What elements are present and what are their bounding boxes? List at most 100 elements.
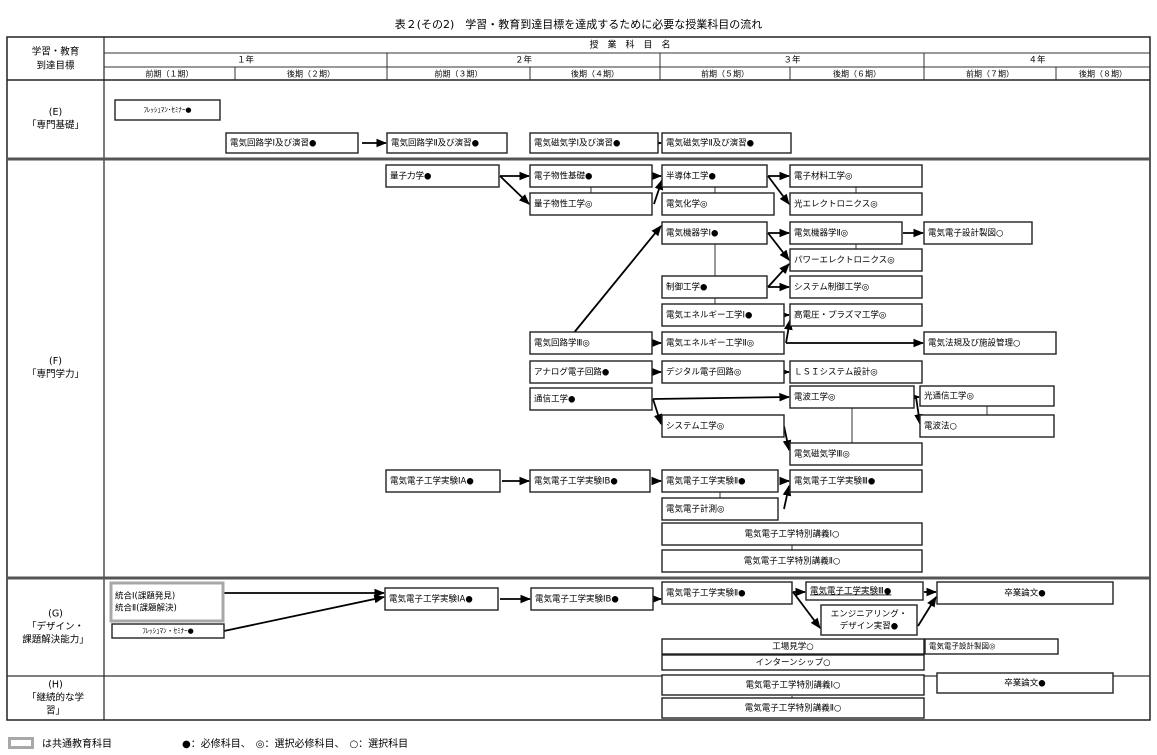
course-frame: [789, 442, 923, 466]
course-frame: [661, 132, 792, 154]
course-box: ＬＳＩシステム設計◎: [789, 360, 923, 384]
course-box: 統合Ⅰ(課題発見)統合Ⅱ(課題解決): [109, 581, 225, 623]
course-label: 電気電子工学実験ⅠB●: [535, 594, 619, 605]
course-label: 光エレクトロニクス◎: [794, 199, 878, 210]
course-label: 電気電子設計製図◎: [929, 641, 996, 651]
course-box: 電気磁気学Ⅱ及び演習●: [661, 132, 792, 154]
course-label: システム工学◎: [666, 421, 724, 432]
course-label: 電気電子工学実験Ⅲ●: [810, 586, 891, 597]
course-frame: [789, 275, 923, 299]
course-frame: [661, 192, 775, 216]
course-frame: [789, 469, 923, 493]
flow-arrow: [652, 398, 663, 426]
row-label-H: 習」: [46, 706, 65, 717]
course-label: 制御工学●: [666, 282, 707, 293]
course-label: 電気磁気学Ⅲ◎: [794, 449, 850, 460]
course-frame: [529, 469, 651, 493]
table-border: [6, 36, 1151, 721]
course-label: 電気機器学Ⅱ◎: [794, 228, 848, 239]
course-label: 電気電子工学実験Ⅱ●: [666, 588, 746, 599]
term-header-1: 前期（１期）: [146, 69, 194, 79]
course-frame: [789, 248, 923, 272]
year-header-2: ２年: [515, 55, 533, 66]
course-frame: [789, 303, 923, 327]
course-frame: [529, 192, 653, 216]
course-frame: [111, 623, 225, 639]
course-label: 半導体工学●: [666, 171, 716, 182]
course-box: 通信工学●: [529, 387, 653, 411]
course-frame: [385, 469, 501, 493]
course-box: 電気電子工学実験ⅠB●: [529, 469, 651, 493]
course-box: インターンシップ○: [661, 654, 925, 671]
course-label: 電気エネルギー工学Ⅰ●: [666, 310, 752, 321]
course-box: デジタル電子回路◎: [661, 360, 785, 384]
course-frame: [661, 331, 785, 355]
course-box: 電気電子工学特別講義Ⅱ○: [661, 697, 925, 719]
course-label: 電気電子工学特別講義Ⅱ○: [744, 556, 841, 567]
course-label: 電気磁気学Ⅱ及び演習●: [666, 138, 754, 149]
course-label: エンジニアリング・: [831, 609, 908, 620]
course-frame: [936, 672, 1114, 694]
year-header-4: ４年: [1028, 55, 1046, 66]
course-label: 統合Ⅰ(課題発見): [115, 591, 175, 602]
course-label: 電気機器学Ⅰ●: [666, 228, 718, 239]
course-frame: [936, 581, 1114, 605]
page-title: 表２(その2) 学習・教育到達目標を達成するために必要な授業科目の流れ: [394, 18, 763, 31]
course-label: ﾌﾚｯｼｭﾏﾝ・ｾﾐﾅｰ●: [142, 627, 194, 635]
course-label: インターンシップ○: [756, 658, 831, 668]
course-frame: [923, 221, 1033, 245]
course-box: 電気回路学Ⅱ及び演習●: [386, 132, 508, 154]
legend: は共通教育科目 ●：必修科目、 ◎：選択必修科目、 ○：選択科目: [8, 735, 408, 750]
course-box: 電気電子工学実験Ⅱ●: [661, 581, 793, 605]
course-frame: [529, 360, 653, 384]
flow-arrow: [917, 596, 937, 627]
course-frame: [529, 132, 659, 154]
course-label: ＬＳＩシステム設計◎: [794, 367, 878, 378]
course-label: 高電圧・プラズマ工学◎: [794, 310, 886, 321]
course-frame: [661, 581, 793, 605]
course-box: 電気化学◎: [661, 192, 775, 216]
row-label-E: (E): [49, 107, 62, 118]
course-frame: [789, 164, 923, 188]
course-box: 電気電子工学特別講義Ⅰ○: [661, 522, 923, 546]
course-label: 電気電子工学実験ⅠB●: [534, 476, 618, 487]
course-box: エンジニアリング・デザイン実習●: [820, 604, 918, 636]
course-label: 卒業論文●: [1004, 588, 1045, 599]
course-box: 電気回路学Ⅰ及び演習●: [225, 132, 359, 154]
course-box: 電気電子工学実験Ⅲ●: [805, 581, 924, 601]
course-box: 電気電子工学実験Ⅲ●: [789, 469, 923, 493]
course-box: システム制御工学◎: [789, 275, 923, 299]
course-frame: [789, 221, 903, 245]
course-label: 電波工学◎: [794, 392, 835, 403]
row-label-E: 「専門基礎」: [27, 119, 84, 131]
course-label: 工場見学○: [772, 641, 813, 652]
term-header-2: 後期（２期）: [287, 69, 335, 79]
course-frame: [661, 654, 925, 671]
course-box: 電気機器学Ⅰ●: [661, 221, 768, 245]
course-box: 電気エネルギー工学Ⅱ◎: [661, 331, 785, 355]
course-box: 電波法○: [919, 414, 1055, 438]
course-box: アナログ電子回路●: [529, 360, 653, 384]
course-box: 制御工学●: [661, 275, 768, 299]
course-frame: [789, 385, 915, 409]
course-frame: [919, 385, 1055, 407]
course-box: 電気機器学Ⅱ◎: [789, 221, 903, 245]
term-header-4: 後期（４期）: [571, 69, 619, 79]
course-frame: [820, 604, 918, 636]
course-label: 卒業論文●: [1004, 678, 1045, 689]
goal-header: 到達目標: [36, 60, 75, 72]
row-label-F: (F): [49, 356, 62, 367]
course-box: 電気電子設計製図○: [923, 221, 1033, 245]
course-label: システム制御工学◎: [794, 282, 869, 293]
course-frame: [789, 360, 923, 384]
course-frame: [225, 132, 359, 154]
flow-arrow: [782, 425, 792, 452]
legend-common-label: は共通教育科目: [42, 739, 112, 750]
course-box: 電気電子工学特別講義Ⅱ○: [661, 549, 923, 573]
course-frame: [919, 414, 1055, 438]
course-frame: [661, 469, 779, 493]
course-frame: [661, 275, 768, 299]
course-frame: [661, 221, 768, 245]
